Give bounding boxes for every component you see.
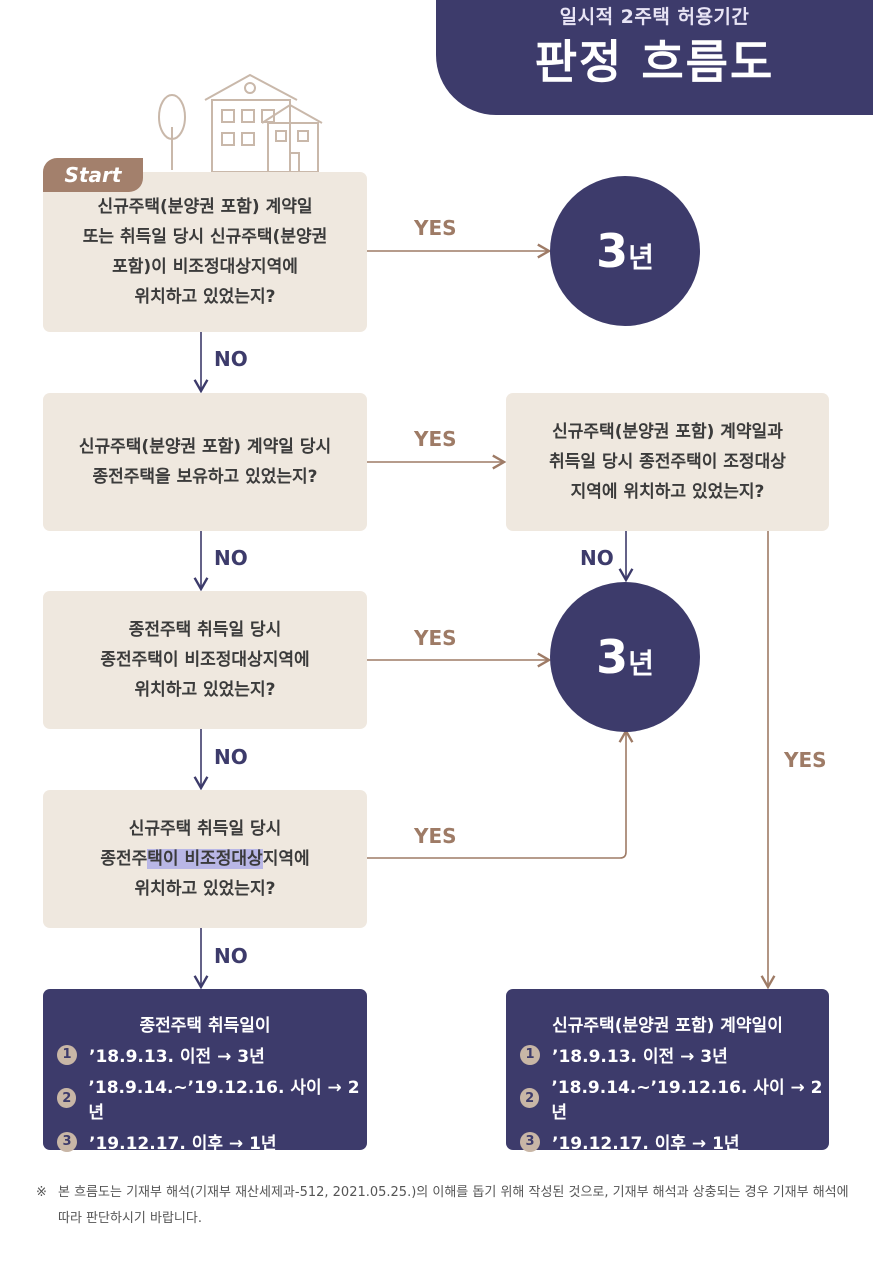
header-title: 판정 흐름도	[534, 35, 775, 89]
no-label-2: NO	[214, 546, 248, 570]
number-badge-icon: 2	[520, 1088, 540, 1108]
question-box-1: 신규주택(분양권 포함) 계약일 또는 취득일 당시 신규주택(분양권 포함)이…	[43, 172, 367, 332]
result-1-item-3: 3 ’19.12.17. 이후 → 1년	[57, 1129, 367, 1154]
number-badge-icon: 1	[57, 1044, 77, 1065]
question-box-4: 종전주택 취득일 당시 종전주택이 비조정대상지역에 위치하고 있었는지?	[43, 591, 367, 729]
question-text-3: 신규주택(분양권 포함) 계약일과 취득일 당시 종전주택이 조정대상 지역에 …	[549, 422, 786, 502]
question-box-5: 신규주택 취득일 당시 종전주택이 비조정대상지역에 위치하고 있었는지?	[43, 790, 367, 928]
question-text-4: 종전주택 취득일 당시 종전주택이 비조정대상지역에 위치하고 있었는지?	[100, 620, 310, 700]
result-1-item-1: 1 ’18.9.13. 이전 → 3년	[57, 1042, 367, 1067]
number-badge-icon: 3	[520, 1131, 540, 1152]
yes-label-1: YES	[414, 216, 457, 240]
circle-1-number: 3	[596, 224, 629, 278]
result-2-item-3: 3 ’19.12.17. 이후 → 1년	[520, 1129, 829, 1154]
question-5-line-3: 위치하고 있었는지?	[134, 879, 276, 899]
text-selection-highlight: 택이 비조정대상	[147, 849, 263, 869]
question-text-5: 신규주택 취득일 당시 종전주택이 비조정대상지역에 위치하고 있었는지?	[100, 814, 309, 904]
result-1-title: 종전주택 취득일이	[139, 1016, 271, 1036]
result-1-item-1-text: ’18.9.13. 이전 → 3년	[89, 1047, 265, 1067]
result-2-item-3-text: ’19.12.17. 이후 → 1년	[552, 1134, 740, 1154]
number-badge-icon: 3	[57, 1131, 77, 1152]
yes-label-3: YES	[414, 626, 457, 650]
header-subtitle: 일시적 2주택 허용기간	[559, 6, 750, 28]
circle-2-unit: 년	[628, 647, 654, 680]
question-5-line-2: 종전주택이 비조정대상지역에	[100, 844, 310, 874]
start-tag: Start	[43, 158, 143, 192]
result-1-item-2-text: ’18.9.14.~’19.12.16. 사이 → 2년	[88, 1078, 360, 1123]
no-label-1: NO	[214, 347, 248, 371]
result-2-item-1-text: ’18.9.13. 이전 → 3년	[552, 1047, 728, 1067]
result-box-2: 신규주택(분양권 포함) 계약일이 1 ’18.9.13. 이전 → 3년 2 ’1…	[506, 989, 829, 1154]
header-banner	[436, 0, 873, 115]
result-box-1: 종전주택 취득일이 1 ’18.9.13. 이전 → 3년 2 ’18.9.14.~…	[43, 989, 367, 1154]
result-2-item-2: 2 ’18.9.14.~’19.12.16. 사이 → 2년	[520, 1073, 829, 1123]
number-badge-icon: 2	[57, 1088, 77, 1108]
yes-label-2: YES	[414, 427, 457, 451]
question-box-3: 신규주택(분양권 포함) 계약일과 취득일 당시 종전주택이 조정대상 지역에 …	[506, 393, 829, 531]
number-badge-icon: 1	[520, 1044, 540, 1065]
house-illustration-icon	[158, 73, 323, 173]
result-1-item-3-text: ’19.12.17. 이후 → 1년	[89, 1134, 277, 1154]
question-5-line-1: 신규주택 취득일 당시	[128, 819, 282, 839]
footnote-text: 본 흐름도는 기재부 해석(기재부 재산세제과-512, 2021.05.25.…	[58, 1185, 849, 1226]
circle-2-number: 3	[596, 630, 629, 684]
circle-1-unit: 년	[628, 241, 654, 274]
result-1-item-2: 2 ’18.9.14.~’19.12.16. 사이 → 2년	[57, 1073, 367, 1123]
yes-label-5: YES	[784, 748, 827, 772]
question-text-2: 신규주택(분양권 포함) 계약일 당시 종전주택을 보유하고 있었는지?	[78, 437, 332, 487]
question-5-line-2-post: 지역에	[262, 849, 310, 869]
no-label-3: NO	[214, 745, 248, 769]
question-5-line-2-pre: 종전주	[100, 849, 148, 869]
result-2-title: 신규주택(분양권 포함) 계약일이	[552, 1016, 783, 1036]
yes-label-4: YES	[414, 824, 457, 848]
result-2-item-2-text: ’18.9.14.~’19.12.16. 사이 → 2년	[551, 1078, 823, 1123]
footnote: ※ 본 흐름도는 기재부 해석(기재부 재산세제과-512, 2021.05.2…	[36, 1180, 851, 1232]
no-label-5: NO	[580, 546, 614, 570]
question-text-1: 신규주택(분양권 포함) 계약일 또는 취득일 당시 신규주택(분양권 포함)이…	[82, 197, 328, 307]
footnote-mark: ※	[36, 1185, 47, 1200]
result-2-item-1: 1 ’18.9.13. 이전 → 3년	[520, 1042, 829, 1067]
question-box-2: 신규주택(분양권 포함) 계약일 당시 종전주택을 보유하고 있었는지?	[43, 393, 367, 531]
no-label-4: NO	[214, 944, 248, 968]
